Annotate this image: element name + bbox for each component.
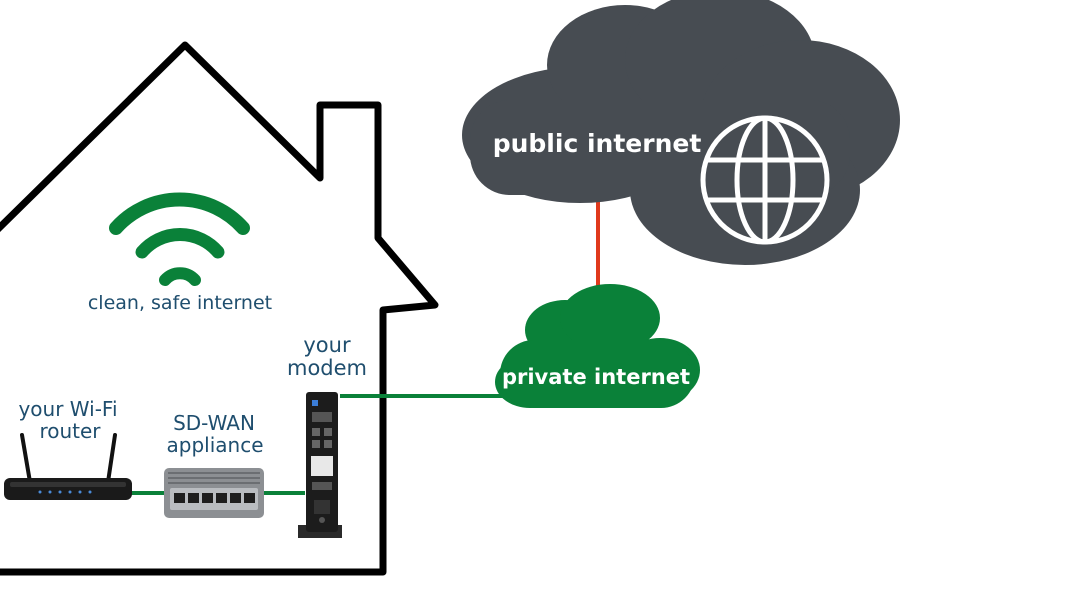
globe-icon (700, 115, 830, 245)
clean-safe-internet-label: clean, safe internet (88, 292, 272, 314)
wifi-router-label-line2: router (39, 419, 101, 443)
router-icon (4, 433, 132, 500)
private-internet-label: private internet (502, 365, 690, 389)
sdwan-appliance-icon (164, 468, 264, 518)
wifi-icon (109, 192, 250, 286)
your-modem-label-line1: your (303, 333, 351, 357)
sdwan-label-line2: appliance (167, 433, 264, 457)
sdwan-label-line1: SD-WAN (173, 411, 255, 435)
house-outline (0, 41, 439, 576)
wifi-router-label-line1: your Wi-Fi (18, 397, 117, 421)
modem-icon (298, 392, 342, 538)
private-internet-cloud (495, 284, 700, 408)
public-internet-label: public internet (493, 129, 702, 158)
your-modem-label-line2: modem (287, 356, 367, 380)
